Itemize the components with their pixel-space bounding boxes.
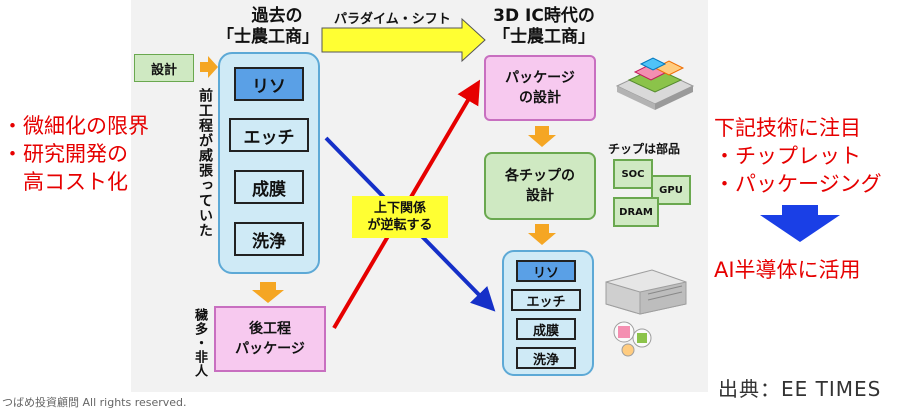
package-to-chip-arrow xyxy=(528,126,556,147)
past-step-film: 成膜 xyxy=(234,170,304,204)
left-note-3: 高コスト化 xyxy=(2,170,128,194)
front-to-back-arrow xyxy=(252,282,284,303)
chip-dram: DRAM xyxy=(613,197,659,227)
past-heading-line2: 「士農工商」 xyxy=(217,27,319,47)
left-note-1: ・微細化の限界 xyxy=(2,114,149,138)
reversal-line1: 上下関係 xyxy=(373,201,426,216)
package-design-box: パッケージ の設計 xyxy=(484,55,596,121)
chip-to-process-arrow xyxy=(528,224,556,245)
copyright-text: つばめ投資顧問 All rights reserved. xyxy=(2,396,187,408)
back-end-line2: パッケージ xyxy=(235,341,305,357)
paradigm-shift-arrow xyxy=(321,17,486,63)
package-design-line1: パッケージ xyxy=(505,70,575,86)
chip-design-line2: 設計 xyxy=(526,188,554,204)
back-end-line1: 後工程 xyxy=(249,321,291,337)
front-end-vertical-label: 前工程が威張っていた xyxy=(197,88,213,238)
right-note-conclusion: AI半導体に活用 xyxy=(714,258,861,282)
reversal-box: 上下関係 が逆転する xyxy=(352,196,448,238)
back-end-box: 後工程 パッケージ xyxy=(214,306,326,372)
chip-design-line1: 各チップの xyxy=(505,168,575,184)
chip-parts-label: チップは部品 xyxy=(608,142,681,156)
ic3d-step-film: 成膜 xyxy=(516,318,576,340)
ic3d-heading-line2: 「士農工商」 xyxy=(493,27,595,47)
source-label: 出典：EE TIMES xyxy=(718,377,882,401)
past-step-etch: エッチ xyxy=(229,118,309,152)
back-end-vertical-label: 穢多・非人 xyxy=(192,308,207,378)
left-note-2: ・研究開発の xyxy=(2,142,128,166)
design-box: 設計 xyxy=(134,54,194,82)
paradigm-shift-label: パラダイム・シフト xyxy=(334,12,451,27)
right-note-item-2: ・パッケージング xyxy=(714,172,882,196)
past-step-litho: リソ xyxy=(234,67,304,101)
ic3d-step-etch: エッチ xyxy=(511,289,581,311)
conclusion-arrow xyxy=(760,205,840,242)
chip-soc: SOC xyxy=(613,159,653,189)
ic3d-heading-line1: 3D IC時代の xyxy=(493,6,595,26)
package-illustration xyxy=(615,57,695,110)
past-step-clean: 洗浄 xyxy=(234,222,304,256)
reversal-line2: が逆転する xyxy=(367,218,433,233)
past-heading-line1: 過去の xyxy=(251,6,303,26)
package-design-line2: の設計 xyxy=(519,90,561,106)
chip-design-box: 各チップの 設計 xyxy=(484,152,596,220)
right-note-item-1: ・チップレット xyxy=(714,144,861,168)
right-note-title: 下記技術に注目 xyxy=(714,116,861,140)
equipment-illustration xyxy=(605,269,687,357)
ic3d-step-litho: リソ xyxy=(516,260,576,282)
ic3d-step-clean: 洗浄 xyxy=(516,347,576,369)
design-arrow xyxy=(200,56,218,78)
